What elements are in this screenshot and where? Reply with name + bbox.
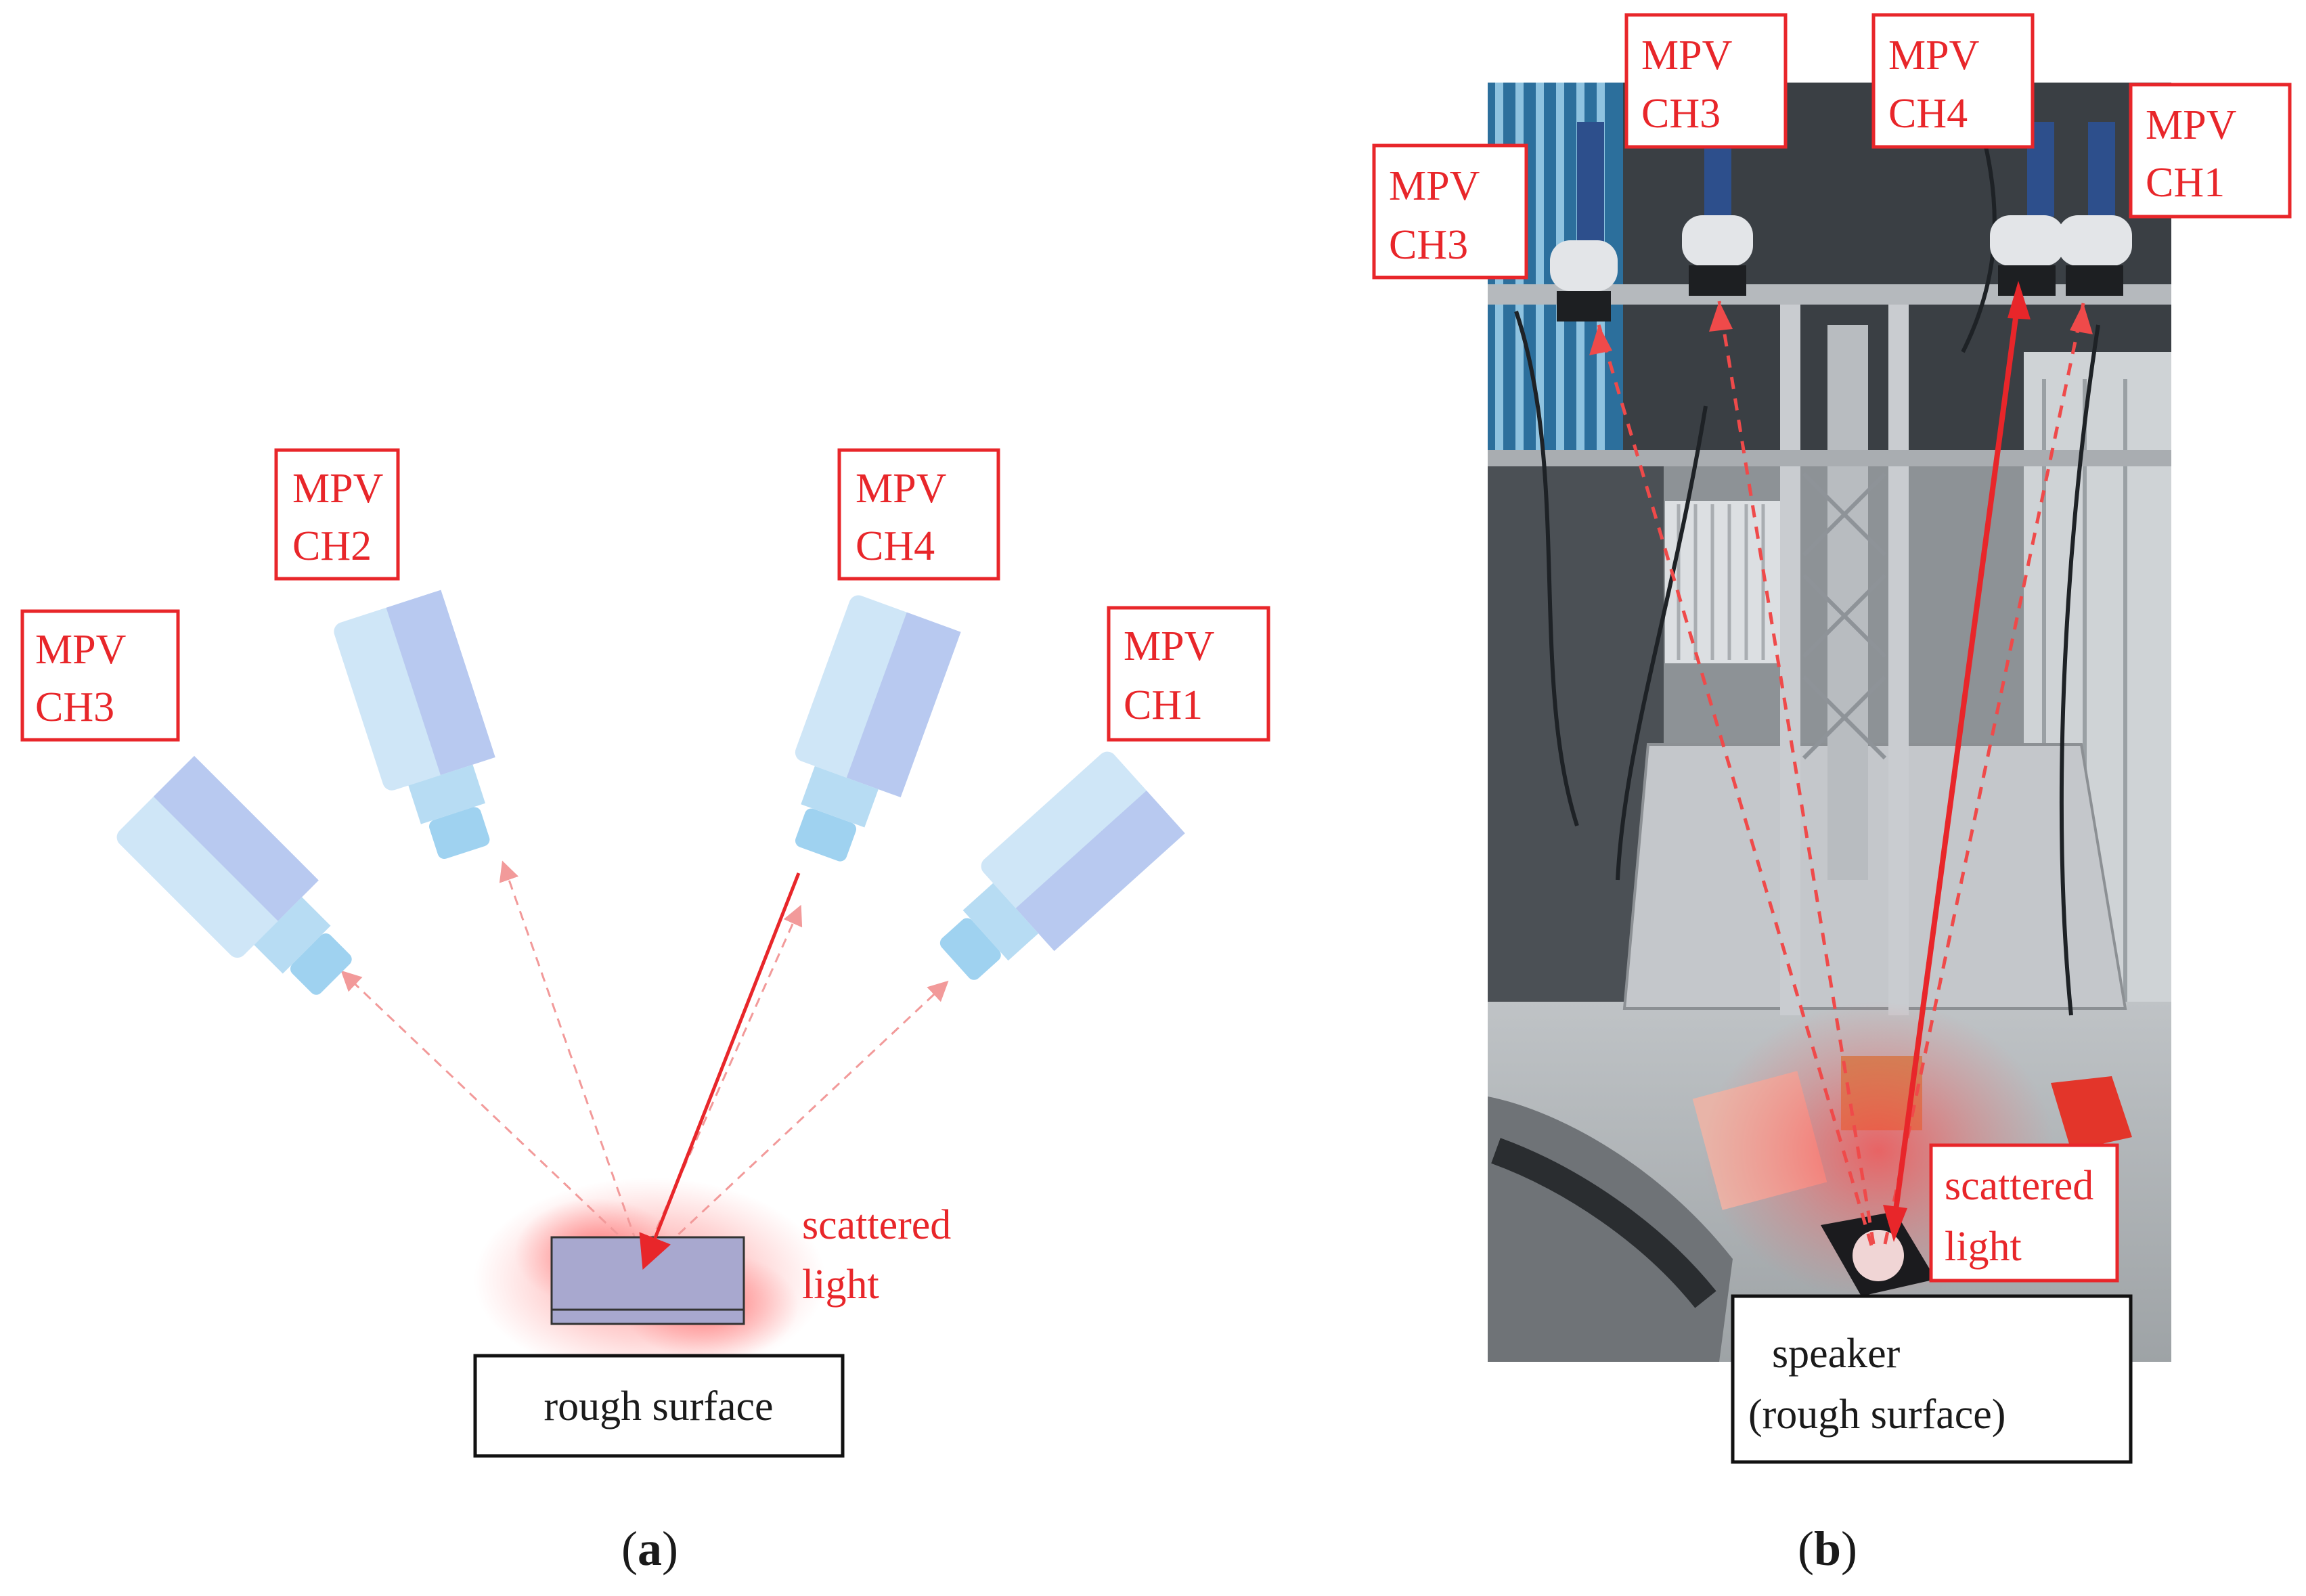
svg-text:MPV: MPV <box>35 627 127 673</box>
caption-b: (b) <box>1798 1522 1857 1576</box>
svg-text:rough surface: rough surface <box>544 1383 773 1429</box>
photo-camera-ch4 <box>1990 122 2064 296</box>
caption-a: (a) <box>621 1522 678 1576</box>
camera-ch2-icon <box>334 590 495 859</box>
svg-text:scattered: scattered <box>1945 1163 2093 1209</box>
label-mpv-ch1-b: MPV CH1 <box>2129 83 2292 219</box>
svg-text:CH2: CH2 <box>292 523 372 569</box>
label-mpv-ch2-a: MPV CH2 <box>274 448 400 581</box>
label-mpv-ch3-b-left: MPV CH3 <box>1372 143 1528 280</box>
svg-text:CH3: CH3 <box>35 684 114 730</box>
svg-text:CH1: CH1 <box>1124 682 1203 728</box>
svg-text:CH3: CH3 <box>1389 222 1468 268</box>
label-mpv-ch4-b: MPV CH4 <box>1871 13 2035 149</box>
rough-surface-block <box>550 1236 745 1325</box>
label-mpv-ch3-b-top: MPV CH3 <box>1624 13 1788 149</box>
svg-text:MPV: MPV <box>856 466 947 512</box>
rough-surface-label: rough surface <box>473 1354 845 1458</box>
svg-text:(rough surface): (rough surface) <box>1748 1392 2005 1438</box>
svg-text:(b): (b) <box>1798 1522 1857 1576</box>
speaker-icon <box>1821 1212 1936 1296</box>
photo-laser-beam <box>1891 297 2021 1226</box>
camera-ch1-icon <box>939 751 1185 980</box>
panel-b: MPV CH3 MPV CH3 MPV CH4 MPV CH1 scattere… <box>1372 13 2292 1576</box>
scattered-light-text-a: scattered <box>802 1202 951 1248</box>
svg-text:(a): (a) <box>621 1522 678 1576</box>
label-mpv-ch3-a: MPV CH3 <box>20 609 180 742</box>
svg-text:MPV: MPV <box>1888 32 1980 79</box>
svg-text:speaker: speaker <box>1772 1331 1901 1377</box>
svg-text:CH4: CH4 <box>1888 91 1968 137</box>
photo-scatter-rays <box>1597 301 2085 1246</box>
scattered-light-label-b: scattered light <box>1929 1143 2119 1283</box>
svg-text:CH3: CH3 <box>1641 91 1721 137</box>
label-mpv-ch4-a: MPV CH4 <box>837 448 1000 581</box>
laser-beam-arrow <box>639 872 801 1270</box>
camera-ch3-icon <box>116 755 352 995</box>
svg-text:light: light <box>1945 1224 2022 1270</box>
svg-text:CH1: CH1 <box>2146 160 2225 206</box>
photo-camera-ch3-left <box>1550 122 1618 322</box>
speaker-label: speaker (rough surface) <box>1731 1294 2133 1464</box>
photo-camera-ch1 <box>2058 122 2132 296</box>
svg-text:MPV: MPV <box>1124 623 1215 669</box>
svg-text:MPV: MPV <box>2146 102 2237 148</box>
svg-text:CH4: CH4 <box>856 523 935 569</box>
camera-ch4-icon <box>795 595 961 862</box>
panel-a: MPV CH3 MPV CH2 MPV CH4 MPV CH1 scattere… <box>20 448 1270 1576</box>
svg-text:MPV: MPV <box>1641 32 1733 79</box>
svg-text:MPV: MPV <box>1389 163 1480 209</box>
scatter-rays <box>340 860 949 1247</box>
label-mpv-ch1-a: MPV CH1 <box>1107 606 1270 742</box>
svg-text:MPV: MPV <box>292 466 384 512</box>
scattered-light-text-a-2: light <box>802 1262 879 1308</box>
